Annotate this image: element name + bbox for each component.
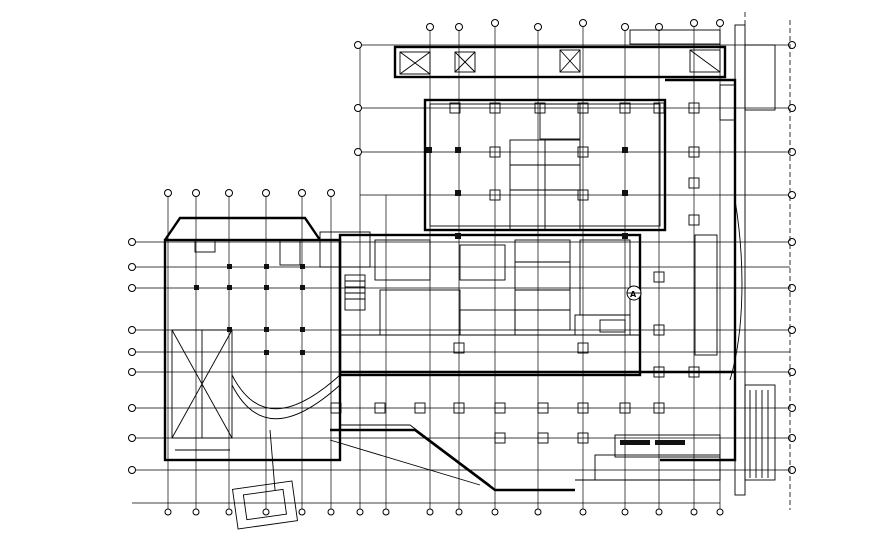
north-block bbox=[393, 29, 727, 232]
grid-lines-vertical bbox=[167, 27, 721, 510]
grid-bubbles-top bbox=[164, 19, 724, 197]
east-wing bbox=[614, 24, 776, 496]
section-marker-label: A bbox=[630, 290, 637, 299]
grid-bubbles-left bbox=[128, 41, 362, 474]
south-block bbox=[232, 370, 735, 530]
right-boundary-dashed bbox=[744, 12, 791, 510]
grid-bubbles-right bbox=[788, 41, 796, 474]
grid-bubbles-bottom bbox=[164, 508, 724, 516]
column-markers bbox=[194, 102, 700, 444]
section-marker: A bbox=[626, 285, 642, 301]
central-core bbox=[338, 233, 642, 377]
grid-lines-horizontal bbox=[132, 44, 790, 504]
